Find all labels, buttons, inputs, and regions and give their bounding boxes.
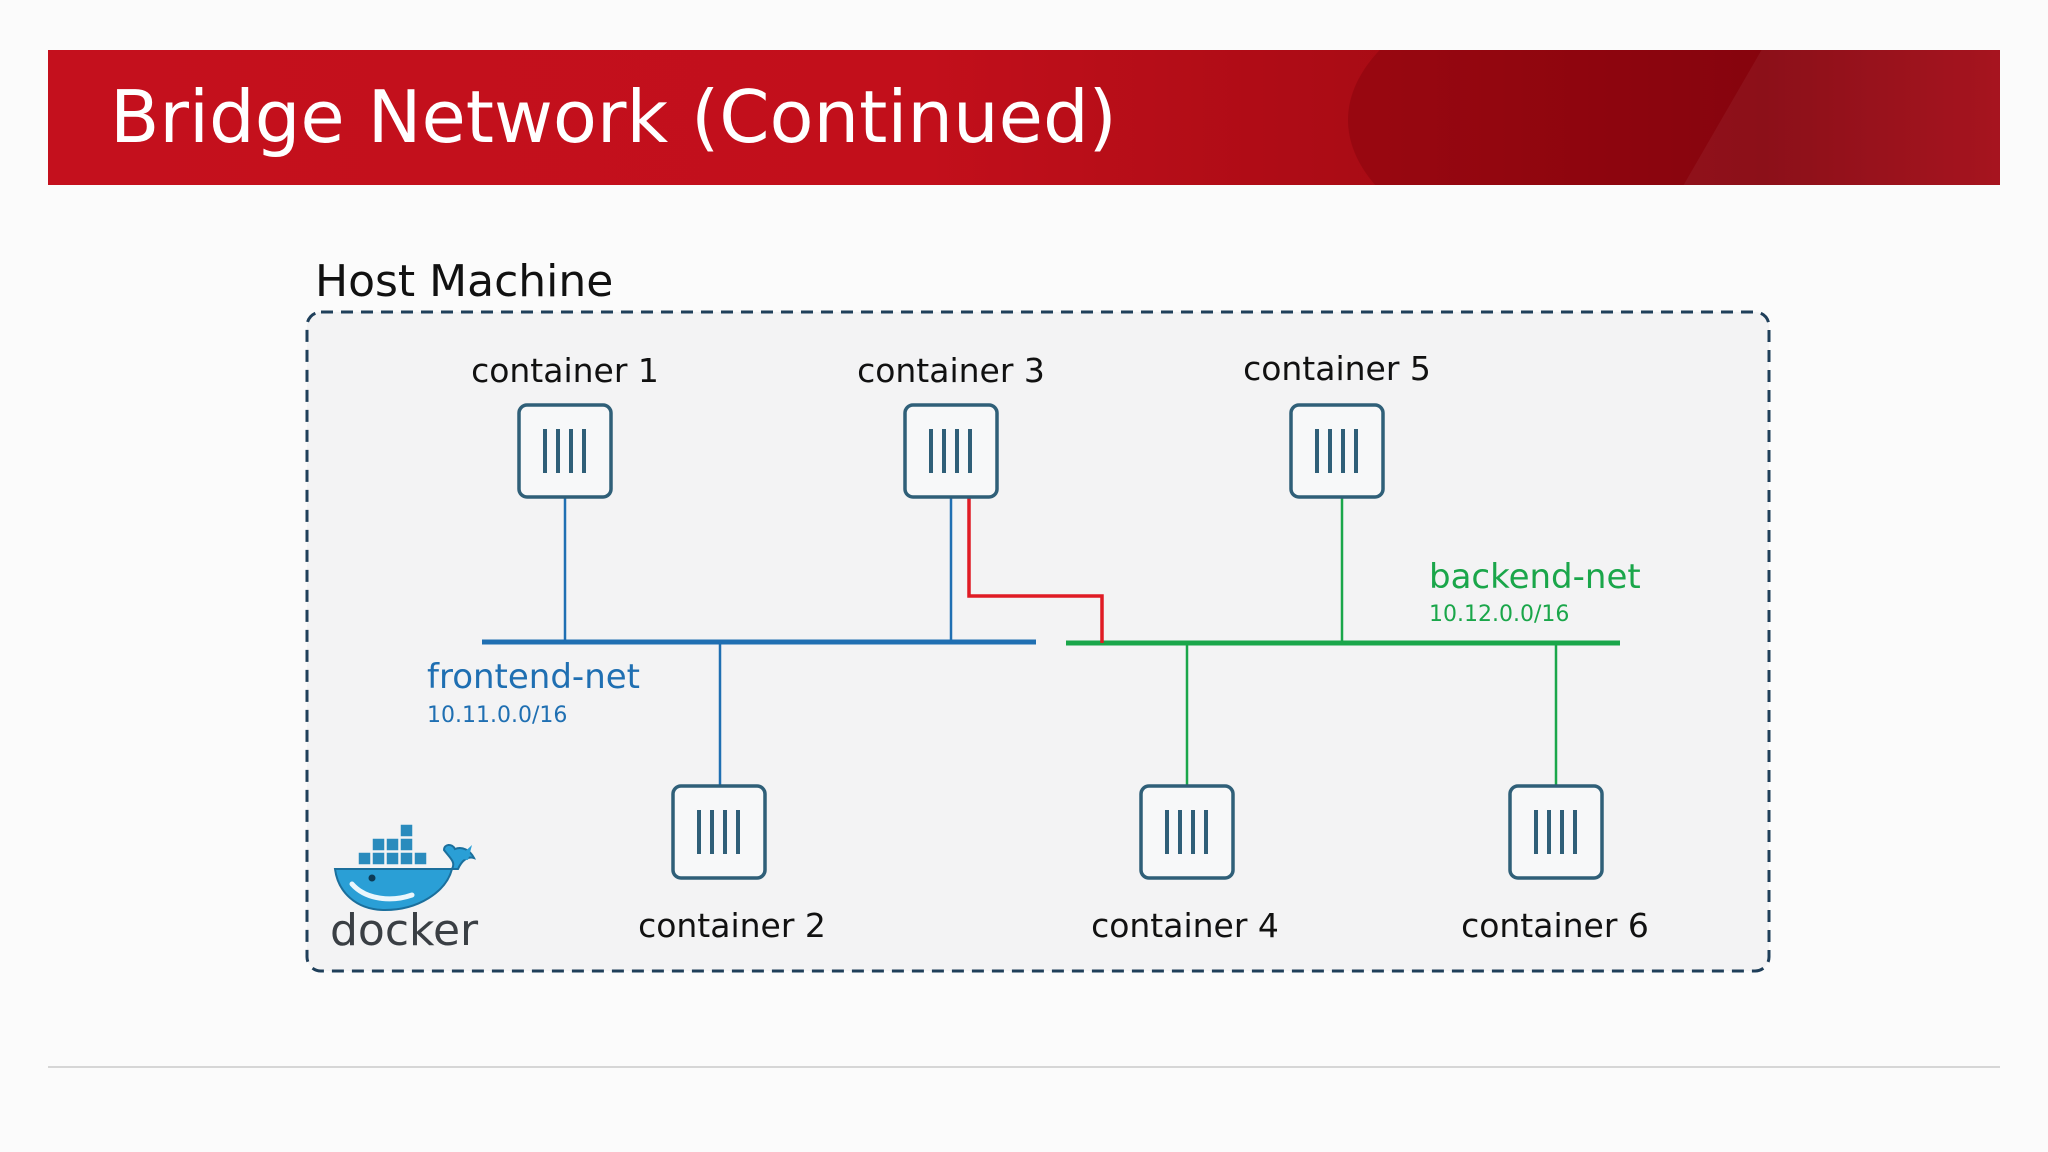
container-6-icon bbox=[1508, 784, 1604, 880]
docker-whale-icon bbox=[333, 823, 476, 912]
container-5-label: container 5 bbox=[1243, 349, 1431, 388]
container-1-label: container 1 bbox=[471, 351, 659, 390]
container-1-icon bbox=[517, 403, 613, 499]
container-4-icon bbox=[1139, 784, 1235, 880]
docker-wordmark: docker bbox=[330, 905, 479, 956]
backend-net-subnet: 10.12.0.0/16 bbox=[1429, 602, 1569, 627]
slide-title: Bridge Network (Continued) bbox=[110, 75, 1117, 159]
container-6-label: container 6 bbox=[1461, 906, 1649, 945]
container-3-icon bbox=[903, 403, 999, 499]
backend-net-label: backend-net bbox=[1429, 557, 1641, 597]
banner-decoration bbox=[1348, 50, 2000, 185]
container-2-icon bbox=[671, 784, 767, 880]
container-5-icon bbox=[1289, 403, 1385, 499]
container-2-label: container 2 bbox=[638, 906, 826, 945]
footer-divider bbox=[48, 1066, 2000, 1068]
container-3-backend-link bbox=[967, 498, 1104, 643]
container-3-label: container 3 bbox=[857, 351, 1045, 390]
frontend-net-label: frontend-net bbox=[427, 657, 640, 697]
container-4-label: container 4 bbox=[1091, 906, 1279, 945]
host-machine-label: Host Machine bbox=[315, 256, 613, 307]
title-banner: Bridge Network (Continued) bbox=[48, 50, 2000, 185]
frontend-net-subnet: 10.11.0.0/16 bbox=[427, 703, 567, 728]
